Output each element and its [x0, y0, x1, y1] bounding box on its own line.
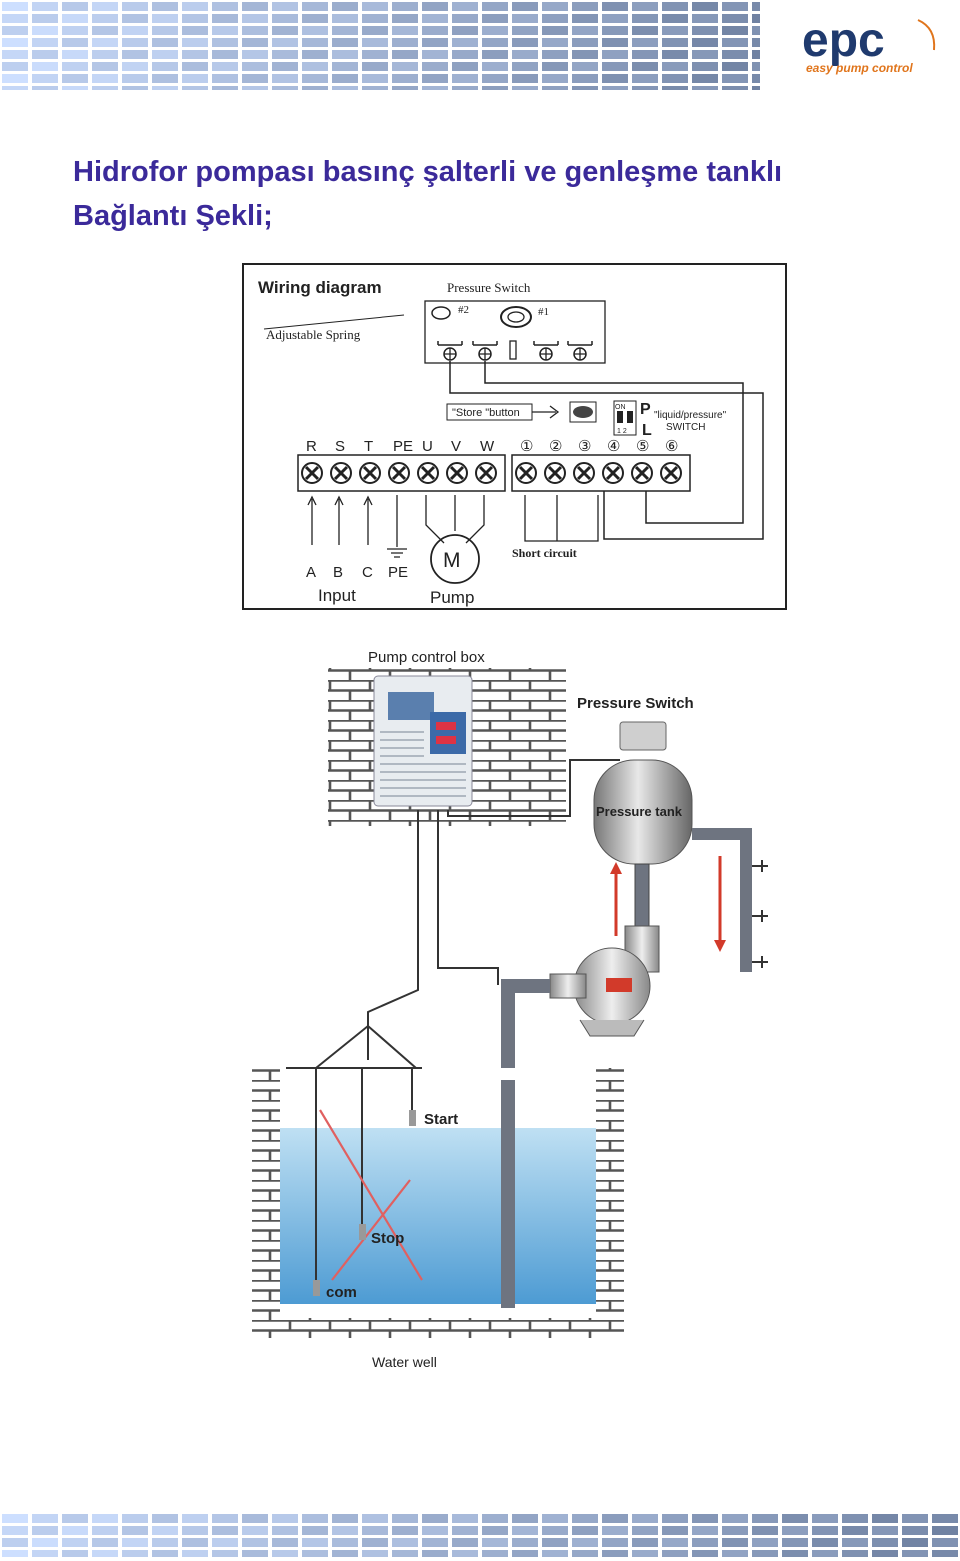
start-label: Start	[424, 1111, 458, 1128]
right-terminal-screw	[544, 462, 566, 484]
dip-switch[interactable]	[613, 400, 637, 436]
switch-label-1: "liquid/pressure"	[654, 410, 727, 421]
left-terminal-screw	[359, 462, 381, 484]
motor-icon	[430, 534, 480, 584]
page-title: Hidrofor pompası basınç şalterli ve genl…	[73, 150, 893, 238]
input-label: Input	[318, 586, 356, 605]
right-terminal-screw	[660, 462, 682, 484]
title-line-2: Bağlantı Şekli;	[73, 200, 273, 232]
dip-on-label: ON	[615, 404, 626, 411]
mode-p-label: P	[640, 401, 651, 418]
pressure-switch-screws	[437, 341, 593, 361]
left-terminal-label: W	[480, 438, 495, 455]
input-line-label: A	[306, 564, 316, 581]
right-terminal-screw	[602, 462, 624, 484]
left-terminal-block: R S T PE U V W	[297, 438, 506, 492]
left-terminal-label: PE	[393, 438, 413, 455]
pressure-tank-label: Pressure tank	[596, 804, 683, 819]
contact-1-label: #1	[538, 306, 549, 318]
spring-1-icon	[500, 306, 532, 328]
right-terminal-screw	[631, 462, 653, 484]
pressure-switch-caption: Pressure Switch	[447, 280, 531, 295]
com-label: com	[326, 1284, 357, 1301]
installation-diagram: Pump control box Pressure Switch Pressur…	[252, 649, 768, 1370]
stop-label: Stop	[371, 1230, 404, 1247]
input-line-label: B	[333, 564, 343, 581]
cross-mark	[319, 1109, 423, 1281]
mode-l-label: L	[642, 422, 652, 439]
pressure-switch-label: Pressure Switch	[577, 695, 694, 712]
logo-tagline: easy pump control	[806, 61, 913, 75]
adjustable-spring-label: Adjustable Spring	[266, 327, 361, 342]
wiring-diagram: Wiring diagram Pressure Switch Adjustabl…	[242, 263, 787, 610]
epc-logo: epc easy pump control	[800, 10, 950, 80]
left-terminal-label: R	[306, 438, 317, 455]
bottom-banner	[2, 1514, 958, 1557]
right-terminal-label: ④	[607, 438, 620, 455]
store-button[interactable]	[573, 406, 593, 418]
motor-label: M	[443, 549, 461, 572]
taps	[752, 860, 768, 968]
right-terminal-label: ⑥	[665, 438, 678, 455]
spring-2-icon	[431, 306, 451, 320]
pump-label: Pump	[430, 588, 474, 607]
dip-numbers: 1 2	[617, 428, 627, 435]
short-circuit-label: Short circuit	[512, 546, 577, 560]
water	[280, 1128, 596, 1304]
left-terminal-label: V	[451, 438, 461, 455]
store-button-label: "Store "button	[452, 407, 520, 419]
logo-text: epc	[802, 14, 885, 67]
right-terminal-screw	[573, 462, 595, 484]
right-terminal-label: ②	[549, 438, 562, 455]
right-terminal-label: ③	[578, 438, 591, 455]
left-terminal-label: T	[364, 438, 373, 455]
right-terminal-label: ①	[520, 438, 533, 455]
left-terminal-screw	[417, 462, 439, 484]
water-well-label: Water well	[372, 1354, 437, 1370]
switch-label-2: SWITCH	[666, 422, 705, 433]
pressure-switch-box	[424, 300, 606, 364]
input-line-label: C	[362, 564, 373, 581]
wiring-title: Wiring diagram	[258, 278, 382, 297]
left-terminal-screw	[301, 462, 323, 484]
right-terminal-screw	[515, 462, 537, 484]
left-terminal-screw	[388, 462, 410, 484]
right-terminal-label: ⑤	[636, 438, 649, 455]
left-terminal-label: S	[335, 438, 345, 455]
input-line-label: PE	[388, 564, 408, 581]
top-banner	[2, 2, 760, 90]
left-terminal-screw	[330, 462, 352, 484]
left-terminal-label: U	[422, 438, 433, 455]
title-line-1: Hidrofor pompası basınç şalterli ve genl…	[73, 156, 783, 188]
left-terminal-screw	[446, 462, 468, 484]
left-terminal-screw	[475, 462, 497, 484]
control-box-label: Pump control box	[368, 649, 485, 666]
pressure-switch-device	[619, 721, 667, 751]
contact-2-label: #2	[458, 304, 469, 316]
control-panel	[388, 692, 434, 720]
wiring-diagram-svg: Wiring diagram Pressure Switch Adjustabl…	[258, 278, 764, 607]
